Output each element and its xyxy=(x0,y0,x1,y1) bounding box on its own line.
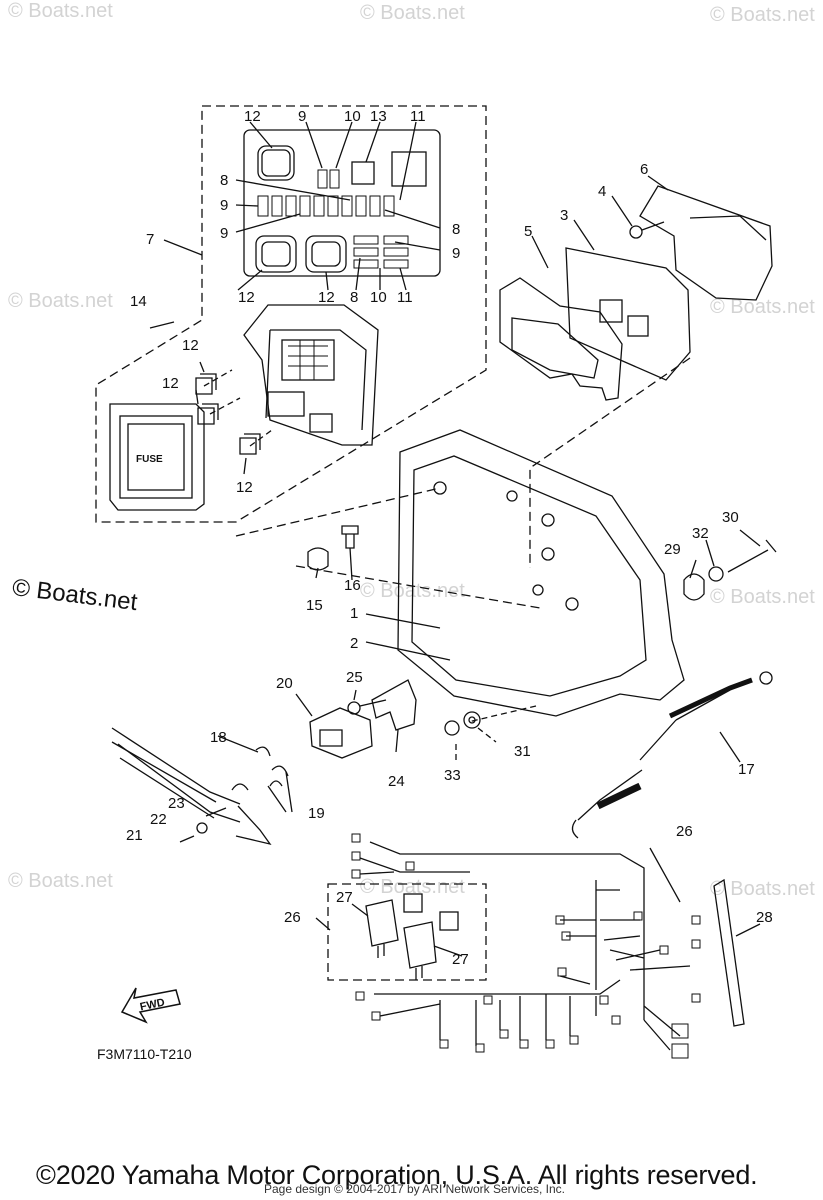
fwd-arrow-icon xyxy=(120,987,181,1024)
callout-9: 9 xyxy=(220,197,229,214)
fuse-cover-label: FUSE xyxy=(136,454,163,465)
callout-1: 1 xyxy=(350,605,359,622)
watermark: © Boats.net xyxy=(710,586,815,608)
callout-8: 8 xyxy=(452,221,461,238)
callout-12: 12 xyxy=(318,289,335,306)
callout-20: 20 xyxy=(276,675,293,692)
watermark: © Boats.net xyxy=(710,296,815,318)
callout-9: 9 xyxy=(220,225,229,242)
callout-27: 27 xyxy=(336,889,353,906)
callout-9: 9 xyxy=(298,108,307,125)
callout-2: 2 xyxy=(350,635,359,652)
callout-11: 11 xyxy=(410,108,426,125)
callout-12: 12 xyxy=(244,108,261,125)
callout-13: 13 xyxy=(370,108,387,125)
page-credit: Page design © 2004-2017 by ARI Network S… xyxy=(264,1182,566,1196)
diagram-code: F3M7110-T210 xyxy=(97,1046,192,1062)
watermark: © Boats.net xyxy=(8,870,113,892)
callout-26: 26 xyxy=(284,909,301,926)
watermark: © Boats.net xyxy=(710,4,815,26)
callout-14: 14 xyxy=(130,293,147,310)
callout-10: 10 xyxy=(370,289,387,306)
copyright-notice: ©2020 Yamaha Motor Corporation, U.S.A. A… xyxy=(36,1160,758,1190)
callout-12: 12 xyxy=(238,289,255,306)
callout-10: 10 xyxy=(344,108,361,125)
callout-9: 9 xyxy=(452,245,461,262)
callout-8: 8 xyxy=(220,172,229,189)
callout-29: 29 xyxy=(664,541,681,558)
callout-21: 21 xyxy=(126,827,143,844)
callout-8: 8 xyxy=(350,289,359,306)
watermark: © Boats.net xyxy=(8,0,113,22)
callout-12: 12 xyxy=(162,375,179,392)
callout-15: 15 xyxy=(306,597,323,614)
callout-22: 22 xyxy=(150,811,167,828)
callout-23: 23 xyxy=(168,795,185,812)
callout-32: 32 xyxy=(692,525,709,542)
callout-18: 18 xyxy=(210,729,227,746)
callout-5: 5 xyxy=(524,223,533,240)
watermark: © Boats.net xyxy=(710,878,815,900)
callout-12: 12 xyxy=(236,479,253,496)
callout-12: 12 xyxy=(182,337,199,354)
callout-26: 26 xyxy=(676,823,693,840)
callout-6: 6 xyxy=(640,161,649,178)
watermark: © Boats.net xyxy=(360,2,465,24)
callout-17: 17 xyxy=(738,761,755,778)
callout-30: 30 xyxy=(722,509,739,526)
callout-7: 7 xyxy=(146,231,155,248)
callout-4: 4 xyxy=(598,183,607,200)
callout-24: 24 xyxy=(388,773,405,790)
callout-33: 33 xyxy=(444,767,461,784)
callout-16: 16 xyxy=(344,577,361,594)
callout-25: 25 xyxy=(346,669,363,686)
watermark: © Boats.net xyxy=(360,876,465,898)
callout-28: 28 xyxy=(756,909,773,926)
callout-11: 11 xyxy=(397,289,413,306)
callout-31: 31 xyxy=(514,743,531,760)
watermark: © Boats.net xyxy=(8,290,113,312)
callout-27: 27 xyxy=(452,951,469,968)
callout-19: 19 xyxy=(308,805,325,822)
callout-3: 3 xyxy=(560,207,569,224)
